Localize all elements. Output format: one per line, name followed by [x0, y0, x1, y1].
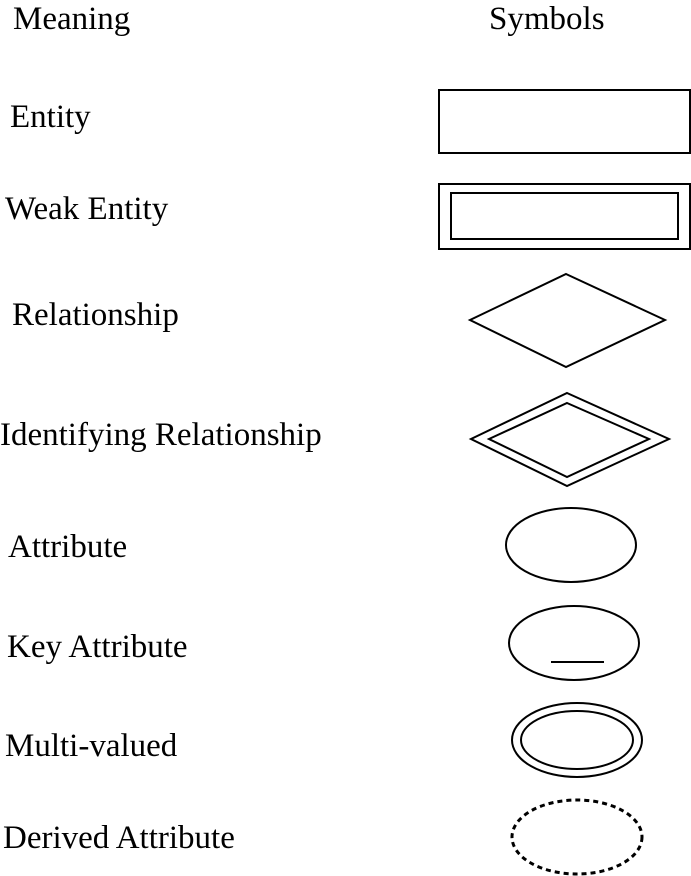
meaning-label-relationship: Relationship — [12, 297, 179, 333]
symbols-column-header: Symbols — [489, 1, 605, 37]
ellipse-icon — [505, 507, 637, 583]
meaning-column-header: Meaning — [13, 1, 131, 37]
dashed-ellipse-icon — [510, 798, 644, 876]
rectangle-icon — [438, 89, 691, 154]
meaning-label-attribute: Attribute — [8, 529, 128, 565]
double-rectangle-icon — [438, 183, 691, 250]
meaning-label-identifying-relationship: Identifying Relationship — [0, 417, 322, 453]
double-ellipse-icon — [511, 702, 643, 778]
meaning-label-weak-entity: Weak Entity — [5, 191, 169, 227]
meaning-label-derived-attribute: Derived Attribute — [3, 820, 235, 856]
underlined-ellipse-icon — [508, 605, 640, 681]
diamond-icon — [467, 272, 668, 369]
meaning-label-multi-valued: Multi-valued — [5, 728, 178, 764]
meaning-label-entity: Entity — [10, 99, 91, 135]
meaning-label-key-attribute: Key Attribute — [7, 629, 188, 665]
double-diamond-icon — [468, 391, 672, 488]
